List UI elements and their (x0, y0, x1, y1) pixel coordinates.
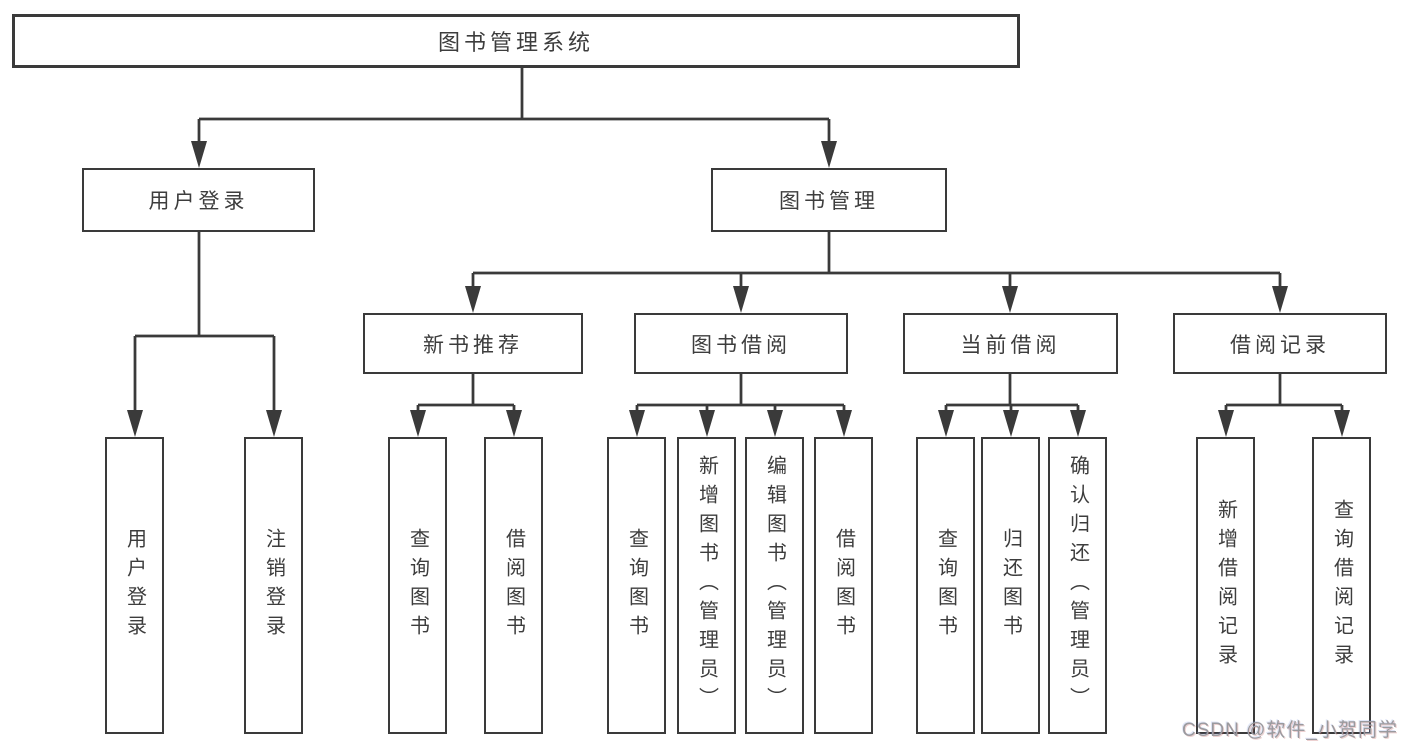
leaf-label: 归还图书 (999, 527, 1022, 644)
node-label: 用户登录 (148, 190, 249, 213)
leaf-query-books-current: 查询图书 (916, 437, 975, 734)
node-root-library-system: 图书管理系统 (12, 14, 1020, 68)
leaf-return-books: 归还图书 (981, 437, 1040, 734)
leaf-label: 新增图书（管理员） (695, 455, 718, 716)
leaf-label: 查询图书 (406, 527, 429, 644)
leaf-confirm-return-admin: 确认归还（管理员） (1048, 437, 1107, 734)
leaf-add-books-admin: 新增图书（管理员） (677, 437, 736, 734)
node-label: 新书推荐 (423, 333, 523, 357)
leaf-label: 查询借阅记录 (1330, 498, 1353, 673)
node-root-label: 图书管理系统 (437, 30, 594, 55)
leaf-query-books-borrowing: 查询图书 (607, 437, 666, 734)
leaf-label: 新增借阅记录 (1214, 498, 1237, 673)
node-label: 图书借阅 (691, 333, 791, 357)
leaf-query-borrow-record: 查询借阅记录 (1312, 437, 1371, 734)
leaf-label: 编辑图书（管理员） (763, 455, 786, 716)
leaf-logout: 注销登录 (244, 437, 303, 734)
node-current-borrowing: 当前借阅 (903, 313, 1118, 374)
node-user-login-branch: 用户登录 (82, 168, 315, 232)
node-label: 图书管理 (779, 190, 879, 213)
leaf-borrow-books: 借阅图书 (814, 437, 873, 734)
leaf-query-books-recommend: 查询图书 (388, 437, 447, 734)
leaf-label: 确认归还（管理员） (1066, 455, 1089, 716)
leaf-label: 查询图书 (625, 527, 648, 644)
leaf-add-borrow-record: 新增借阅记录 (1196, 437, 1255, 734)
leaf-edit-books-admin: 编辑图书（管理员） (745, 437, 804, 734)
leaf-label: 注销登录 (262, 527, 285, 644)
node-label: 借阅记录 (1230, 333, 1330, 357)
leaf-label: 查询图书 (934, 527, 957, 644)
leaf-label: 借阅图书 (832, 527, 855, 644)
leaf-borrow-books-recommend: 借阅图书 (484, 437, 543, 734)
leaf-label: 用户登录 (123, 527, 146, 644)
csdn-watermark: CSDN @软件_小贺同学 (1182, 720, 1398, 741)
leaf-label: 借阅图书 (502, 527, 525, 644)
node-book-borrowing: 图书借阅 (634, 313, 848, 374)
node-borrowing-records: 借阅记录 (1173, 313, 1387, 374)
node-book-management-branch: 图书管理 (711, 168, 947, 232)
arrowhead-icons (127, 141, 1350, 437)
node-label: 当前借阅 (960, 333, 1061, 357)
leaf-user-login: 用户登录 (105, 437, 164, 734)
node-new-book-recommend: 新书推荐 (363, 313, 583, 374)
